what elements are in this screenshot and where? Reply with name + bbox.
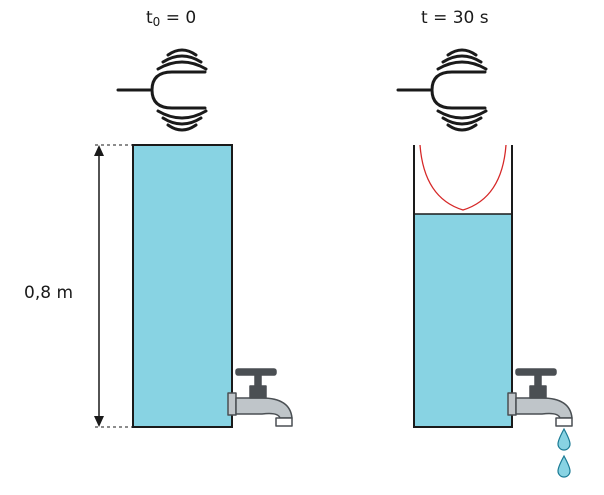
- sensor-icon: [396, 48, 488, 132]
- faucet-icon: [227, 368, 293, 427]
- time-label-final: t = 30 s: [421, 8, 489, 28]
- time-label-initial-rest: = 0: [160, 8, 197, 28]
- water-drop-icon: [557, 427, 571, 451]
- height-dimension: [94, 144, 133, 428]
- height-label: 0,8 m: [24, 283, 73, 303]
- tank-partial: [413, 145, 513, 428]
- time-label-initial-sub: 0: [152, 15, 161, 29]
- time-label-initial-base: t: [146, 8, 153, 28]
- sound-beam-curve: [419, 144, 507, 211]
- time-label-initial: t0 = 0: [146, 8, 196, 29]
- tank-full: [132, 144, 233, 428]
- water-drop-icon: [557, 454, 571, 478]
- faucet-icon: [507, 368, 573, 427]
- sensor-icon: [116, 48, 208, 132]
